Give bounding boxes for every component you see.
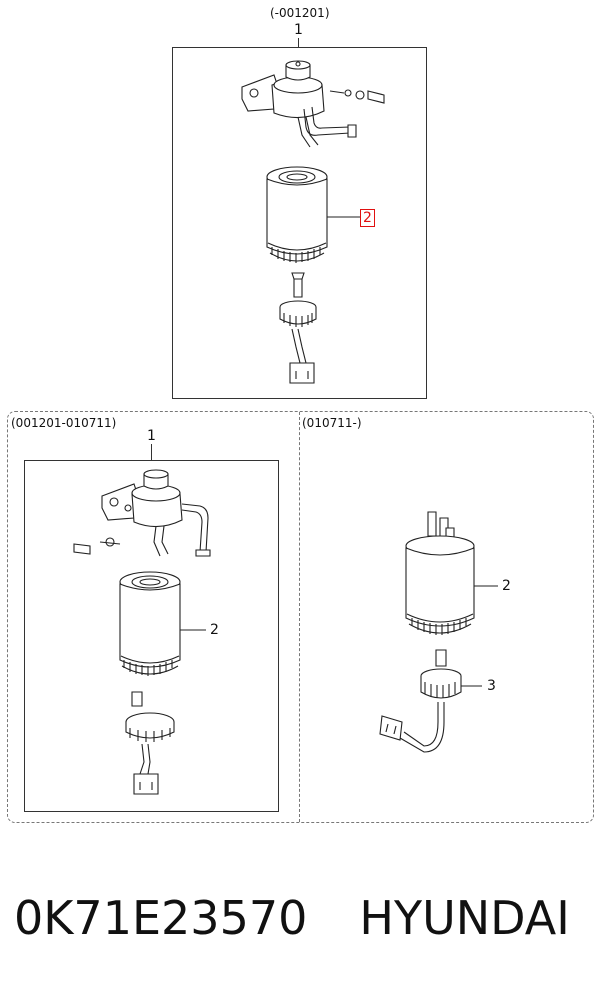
left-callout-2: 2 [210,622,219,638]
left-leader-1 [151,444,152,460]
left-panel-frame [24,460,279,812]
footer-caption: 0K71E23570 HYUNDAI [14,893,594,943]
top-callout-2-highlighted[interactable]: 2 [360,209,375,227]
top-leader-1 [298,38,299,48]
footer-brand: HYUNDAI [359,891,570,945]
top-panel-frame [172,47,427,399]
top-range-label: (-001201) [270,6,330,20]
left-filter-assembly-drawing [73,469,211,795]
right-callout-2: 2 [502,578,511,594]
top-callout-1: 1 [294,22,303,38]
top-filter-head-drawing [241,60,385,384]
right-filter-assembly-drawing [379,511,498,753]
bottom-panel-frame [7,411,594,823]
left-callout-1: 1 [147,428,156,444]
left-range-label: (001201-010711) [11,416,117,430]
right-range-label: (010711-) [302,416,362,430]
bottom-panel-divider [299,412,300,822]
footer-part-number: 0K71E23570 [14,891,308,945]
right-callout-3: 3 [487,678,496,694]
